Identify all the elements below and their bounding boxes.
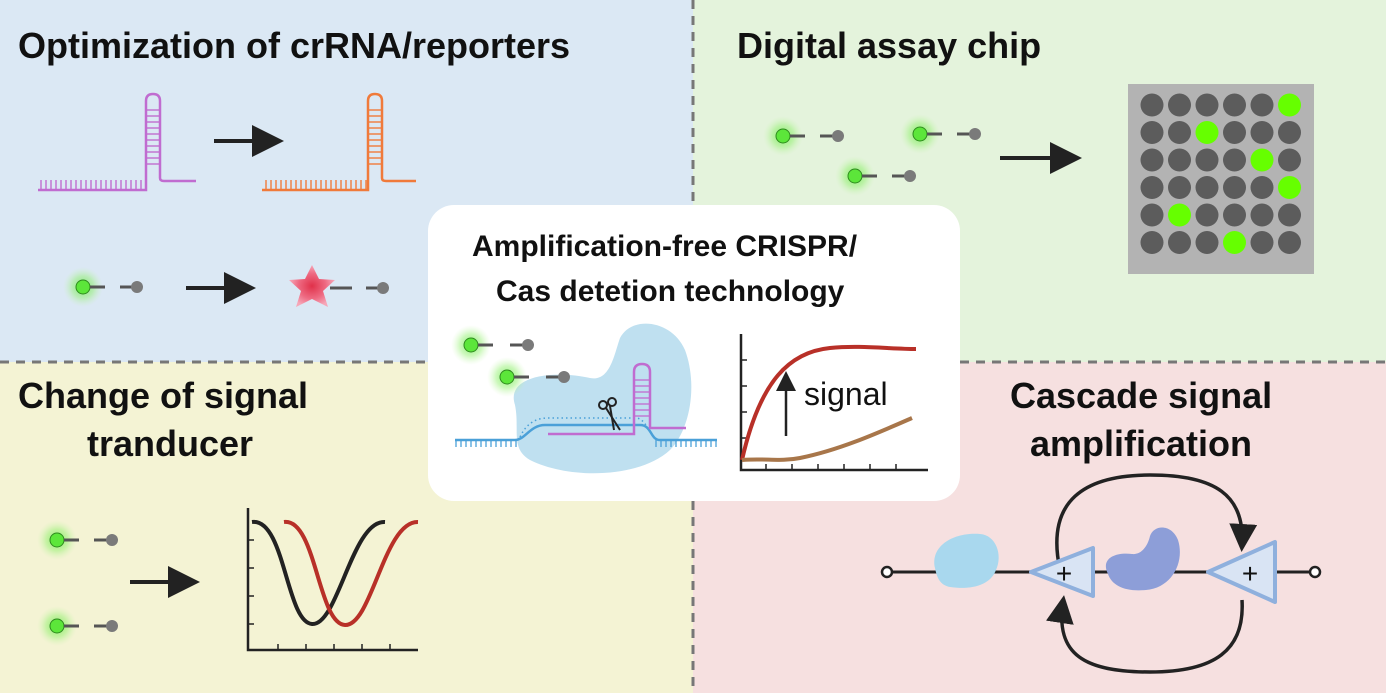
chip-well <box>1140 121 1164 144</box>
chip-well <box>1223 121 1246 144</box>
chip-well <box>1250 231 1274 254</box>
chip-well <box>1195 176 1219 199</box>
chip-well <box>1250 176 1274 199</box>
chip-well <box>1278 148 1301 172</box>
green-reporter-icon <box>900 114 981 154</box>
chip-well <box>1195 93 1219 117</box>
center-title-line1: Amplification-free CRISPR/ <box>472 230 858 263</box>
chip-well <box>1140 148 1164 172</box>
title-cascade-line1: Cascade signal <box>1010 375 1273 416</box>
title-signal-transducer-line1: Change of signal <box>18 375 309 416</box>
signal-chart-axes <box>739 334 928 472</box>
chip-well <box>1168 148 1191 172</box>
crrna-orange-icon <box>262 92 416 192</box>
chip-well-positive <box>1278 93 1301 117</box>
signal-chart <box>739 334 928 472</box>
signal-label: signal <box>804 376 888 412</box>
brown-signal-curve <box>741 416 913 462</box>
scissors-icon <box>598 397 621 431</box>
center-title-line2: Cas detetion technology <box>496 275 845 308</box>
red-reporter-star-icon <box>289 265 389 307</box>
green-reporter-icon <box>63 267 143 307</box>
green-reporter-icon <box>37 606 118 646</box>
chip-well <box>1223 203 1246 227</box>
chip-well <box>1168 93 1191 117</box>
chip-well <box>1250 93 1274 117</box>
chip-well <box>1140 203 1164 227</box>
title-cascade-line2: amplification <box>1030 423 1253 464</box>
chip-well <box>1168 176 1191 199</box>
green-reporter-icon <box>451 325 534 365</box>
chip-well-positive <box>1223 231 1246 254</box>
svg-text:+: + <box>1242 558 1258 589</box>
chip-well <box>1223 93 1246 117</box>
title-crrna-optimization: Optimization of crRNA/reporters <box>18 25 571 66</box>
chip-well <box>1195 231 1219 254</box>
chip-well <box>1223 176 1246 199</box>
cas-enzyme-dark-icon <box>1105 527 1180 591</box>
cas-enzyme-light-icon <box>934 533 999 588</box>
red-signal-curve <box>740 344 917 461</box>
chip-well <box>1140 231 1164 254</box>
chip-well <box>1223 148 1246 172</box>
chip-well-positive <box>1168 203 1191 227</box>
red-dip-curve <box>283 519 419 628</box>
chip-well <box>1140 93 1164 117</box>
green-reporter-icon <box>487 357 570 397</box>
green-reporter-icon <box>37 520 118 560</box>
black-dip-curve <box>251 519 386 627</box>
chip-well-positive <box>1278 176 1301 199</box>
chip-well <box>1278 203 1301 227</box>
chip-well <box>1195 203 1219 227</box>
cas-protein-icon <box>513 323 692 474</box>
amplifier-1-icon: + <box>1029 546 1095 598</box>
title-digital-assay: Digital assay chip <box>737 25 1042 66</box>
dip-chart <box>246 508 419 652</box>
chip-well <box>1195 148 1219 172</box>
center-card <box>428 205 960 501</box>
chip-well <box>1278 121 1301 144</box>
chip-well <box>1278 231 1301 254</box>
crrna-purple-icon <box>38 92 196 192</box>
crrna-in-cas-icon <box>548 362 686 436</box>
svg-text:+: + <box>1056 558 1072 589</box>
green-reporter-icon <box>763 116 844 156</box>
target-dna-icon <box>455 417 717 447</box>
green-reporter-icon <box>835 156 916 196</box>
chip-well <box>1168 121 1191 144</box>
chip-well <box>1250 121 1274 144</box>
chip-well-positive <box>1250 148 1274 172</box>
chip-well <box>1250 203 1274 227</box>
chip-well <box>1140 176 1164 199</box>
title-signal-transducer-line2: tranducer <box>87 423 254 464</box>
amplifier-2-icon: + <box>1206 540 1277 604</box>
chip-well <box>1168 231 1191 254</box>
chip-well-positive <box>1195 121 1219 144</box>
chip-wells <box>1140 93 1301 254</box>
